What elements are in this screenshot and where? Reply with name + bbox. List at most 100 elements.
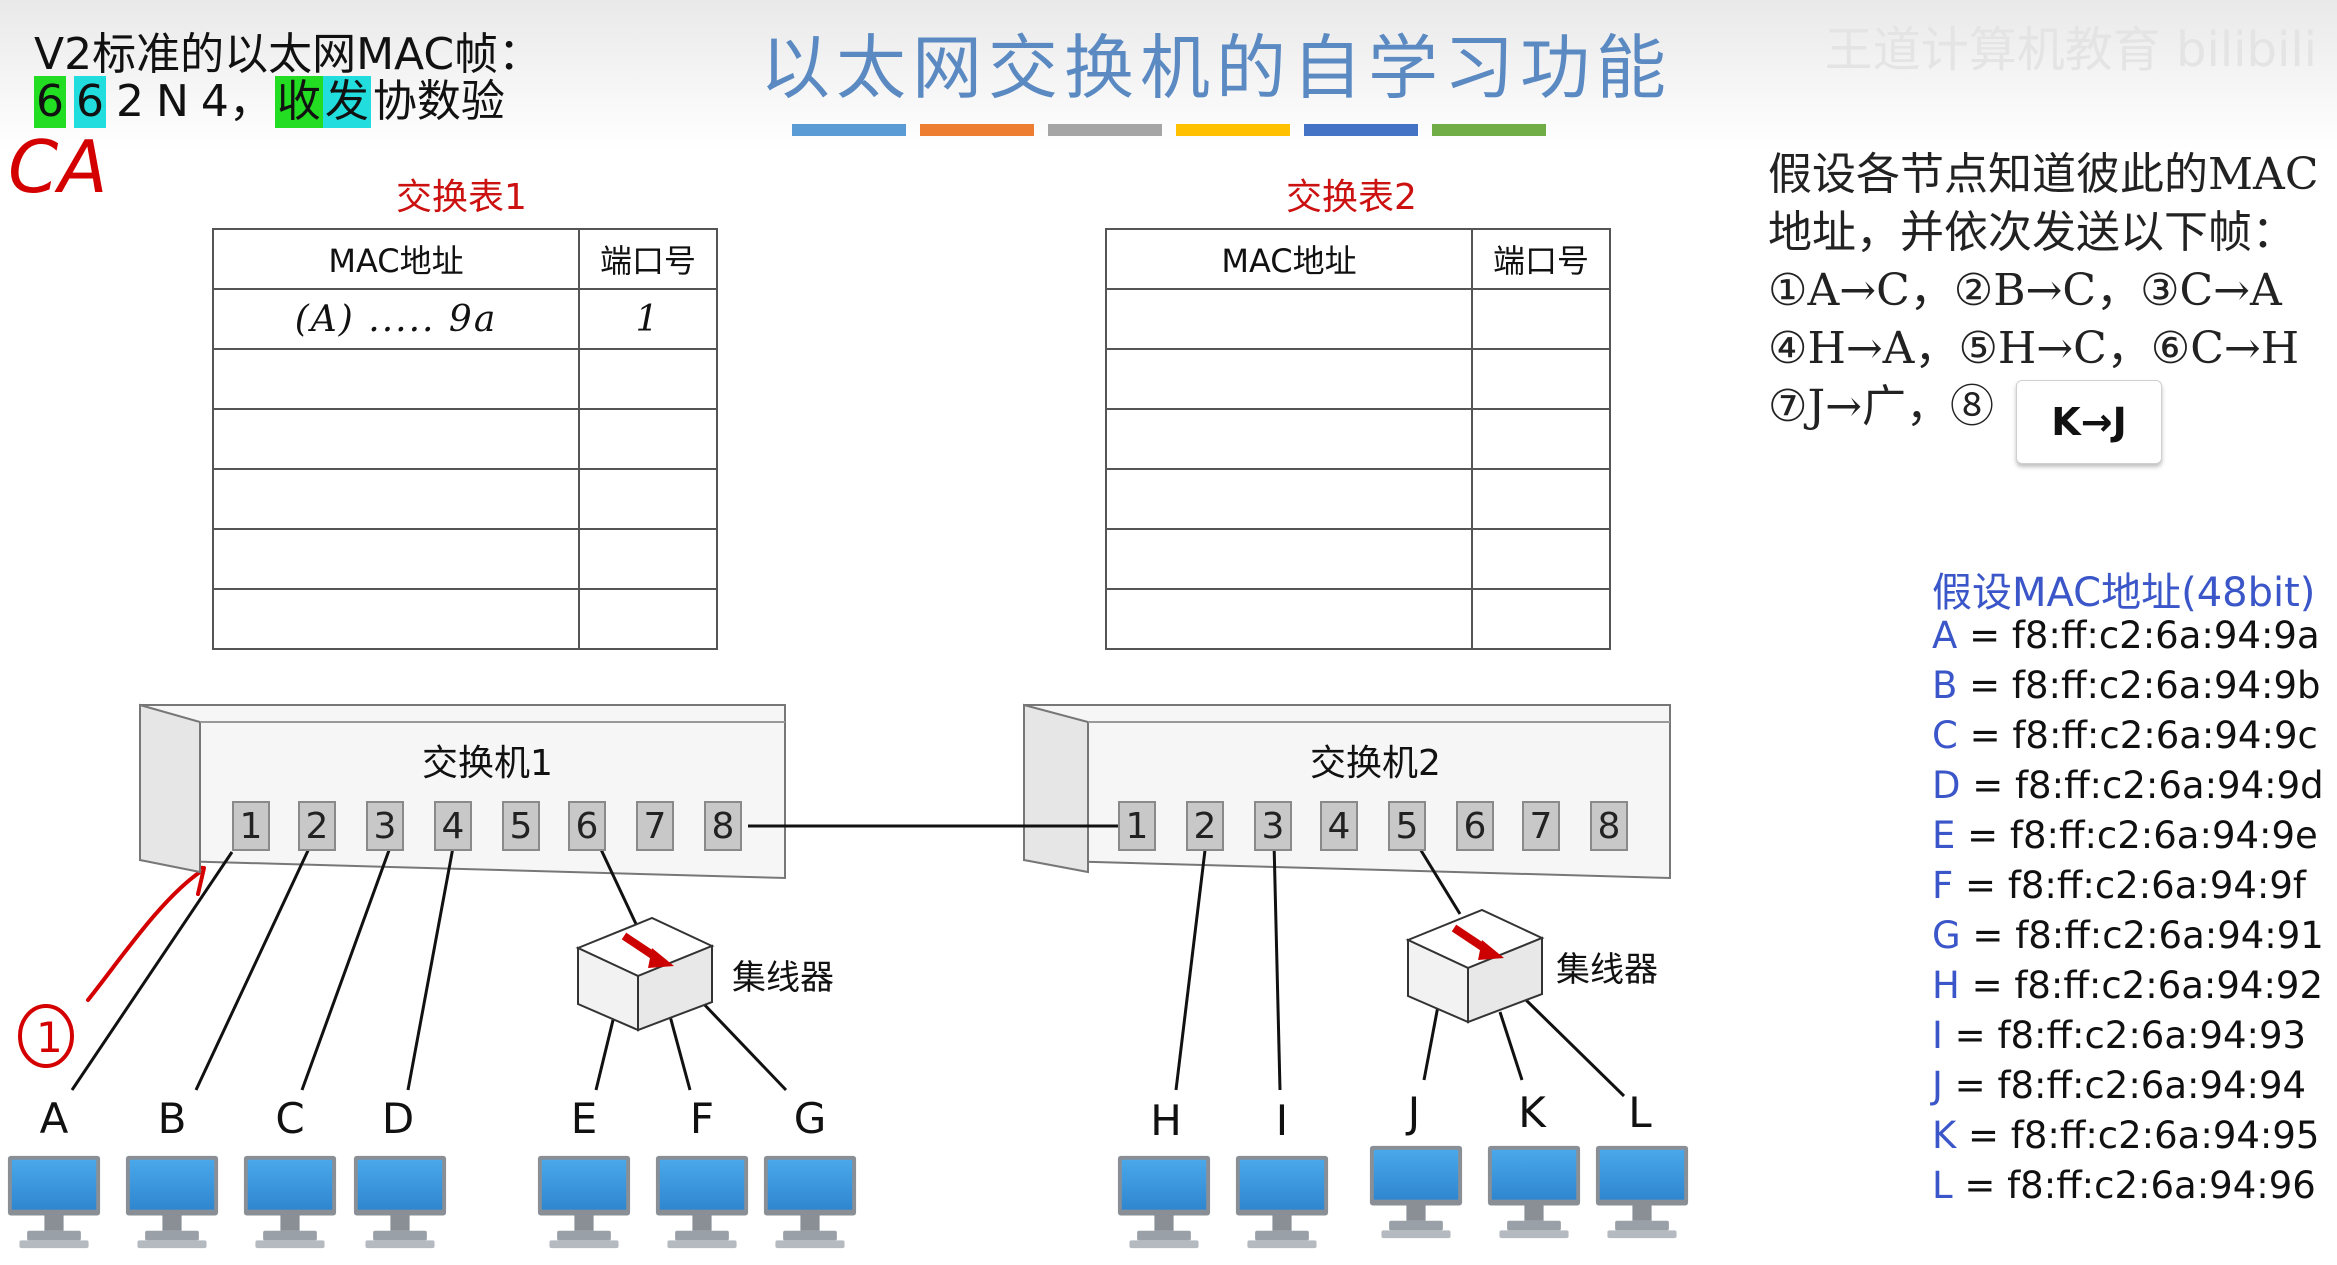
switch1-port-4: 4	[434, 801, 472, 851]
host-label-e: E	[570, 1094, 598, 1143]
host-label-k: K	[1518, 1088, 1546, 1137]
host-label-h: H	[1150, 1096, 1182, 1145]
switch2-port-5: 5	[1388, 801, 1426, 851]
handwritten-ca: CA	[8, 125, 108, 209]
table-cell	[1471, 348, 1611, 410]
note-token: 协数验	[372, 76, 505, 127]
mac-value: f8:ff:c2:6a:94:9c	[2012, 714, 2318, 757]
column-header: 端口号	[1471, 228, 1611, 290]
table-cell	[1105, 348, 1473, 410]
mac-entry: L = f8:ff:c2:6a:94:96	[1932, 1164, 2316, 1207]
cable	[70, 851, 234, 1091]
mac-host: L	[1932, 1164, 1953, 1207]
switch2-port-6: 6	[1456, 801, 1494, 851]
switch-table-1: MAC地址 端口号 (A) ..... 9a 1	[212, 228, 718, 650]
mac-entry: E = f8:ff:c2:6a:94:9e	[1932, 814, 2318, 857]
mac-host: A	[1932, 614, 1958, 657]
mac-value: f8:ff:c2:6a:94:92	[2014, 964, 2324, 1007]
computer-icon	[1117, 1155, 1211, 1249]
host-label-g: G	[793, 1094, 827, 1143]
header-background	[0, 0, 2337, 150]
host-label-b: B	[157, 1094, 187, 1143]
table-header-row: MAC地址 端口号	[1105, 228, 1611, 290]
cable	[300, 841, 394, 1091]
switch1-port-5: 5	[502, 801, 540, 851]
mac-entry: A = f8:ff:c2:6a:94:9a	[1932, 614, 2320, 657]
table-cell	[212, 468, 580, 530]
table-row	[212, 588, 718, 650]
table-row	[1105, 288, 1611, 350]
table-cell	[1471, 588, 1611, 650]
cable	[698, 998, 788, 1092]
table-row	[1105, 408, 1611, 470]
switch1-port-3: 3	[366, 801, 404, 851]
mac-value: f8:ff:c2:6a:94:94	[1997, 1064, 2307, 1107]
table-cell	[1105, 468, 1473, 530]
host-label-i: I	[1275, 1096, 1289, 1145]
watermark: 王道计算机教育 bilibili	[1824, 22, 2317, 78]
switch-table-2: MAC地址 端口号	[1105, 228, 1611, 650]
note-token: 6	[34, 76, 66, 128]
mac-host: F	[1932, 864, 1954, 907]
host-label-j: J	[1407, 1088, 1421, 1137]
table-row	[1105, 588, 1611, 650]
mac-value: f8:ff:c2:6a:94:9b	[2011, 664, 2321, 707]
table-cell	[578, 408, 718, 470]
switch2-port-4: 4	[1320, 801, 1358, 851]
table-cell: (A) ..... 9a	[212, 288, 580, 350]
table-cell	[212, 408, 580, 470]
mac-host: E	[1932, 814, 1956, 857]
switch1-port-8: 8	[704, 801, 742, 851]
mac-host: H	[1932, 964, 1960, 1007]
mac-host: C	[1932, 714, 1958, 757]
computer-icon	[763, 1155, 857, 1249]
note-token: 6	[74, 76, 106, 128]
mac-value: f8:ff:c2:6a:94:96	[2007, 1164, 2316, 1207]
assumption-line: 地址，并依次发送以下帧：	[1768, 207, 2296, 258]
cable	[194, 841, 314, 1091]
computer-icon	[655, 1155, 749, 1249]
color-bar	[920, 124, 1034, 136]
table-row	[1105, 468, 1611, 530]
mac-host: J	[1932, 1064, 1943, 1107]
switch1-port-2: 2	[298, 801, 336, 851]
color-bar	[1048, 124, 1162, 136]
table-title-2: 交换表2	[1286, 177, 1417, 218]
column-header: 端口号	[578, 228, 718, 290]
table-row	[1105, 528, 1611, 590]
mac-entry: H = f8:ff:c2:6a:94:92	[1932, 964, 2324, 1007]
table-title-1: 交换表1	[396, 177, 527, 218]
cable	[1422, 1005, 1440, 1081]
mac-value: f8:ff:c2:6a:94:9a	[2011, 614, 2320, 657]
assumption-line: ⑦J→广，⑧	[1768, 381, 1994, 432]
switch1-port-1: 1	[232, 801, 270, 851]
computer-icon	[353, 1155, 447, 1249]
cable	[406, 841, 456, 1091]
hub-label-2: 集线器	[1556, 950, 1658, 990]
mac-host: B	[1932, 664, 1958, 707]
computer-icon	[125, 1155, 219, 1249]
table-cell	[212, 348, 580, 410]
color-bar	[1176, 124, 1290, 136]
frame-k-to-j-box: K→J	[2016, 380, 2162, 464]
computer-icon	[1235, 1155, 1329, 1249]
color-bar	[1432, 124, 1546, 136]
note-token: 发	[322, 76, 371, 128]
table-cell	[1471, 408, 1611, 470]
table-row	[212, 408, 718, 470]
cable	[1498, 1011, 1524, 1081]
switch2-port-8: 8	[1590, 801, 1628, 851]
assumption-text: 假设各节点知道彼此的MAC 地址，并依次发送以下帧： ①A→C，②B→C，③C→…	[1768, 146, 2319, 436]
table-cell	[578, 588, 718, 650]
table-cell	[212, 528, 580, 590]
computer-icon	[7, 1155, 101, 1249]
note-token: 收	[274, 76, 323, 128]
cable	[668, 1015, 692, 1091]
table-row	[212, 348, 718, 410]
host-label-c: C	[275, 1094, 305, 1143]
table-cell	[578, 528, 718, 590]
host-label-a: A	[39, 1094, 69, 1143]
table-cell	[1105, 288, 1473, 350]
